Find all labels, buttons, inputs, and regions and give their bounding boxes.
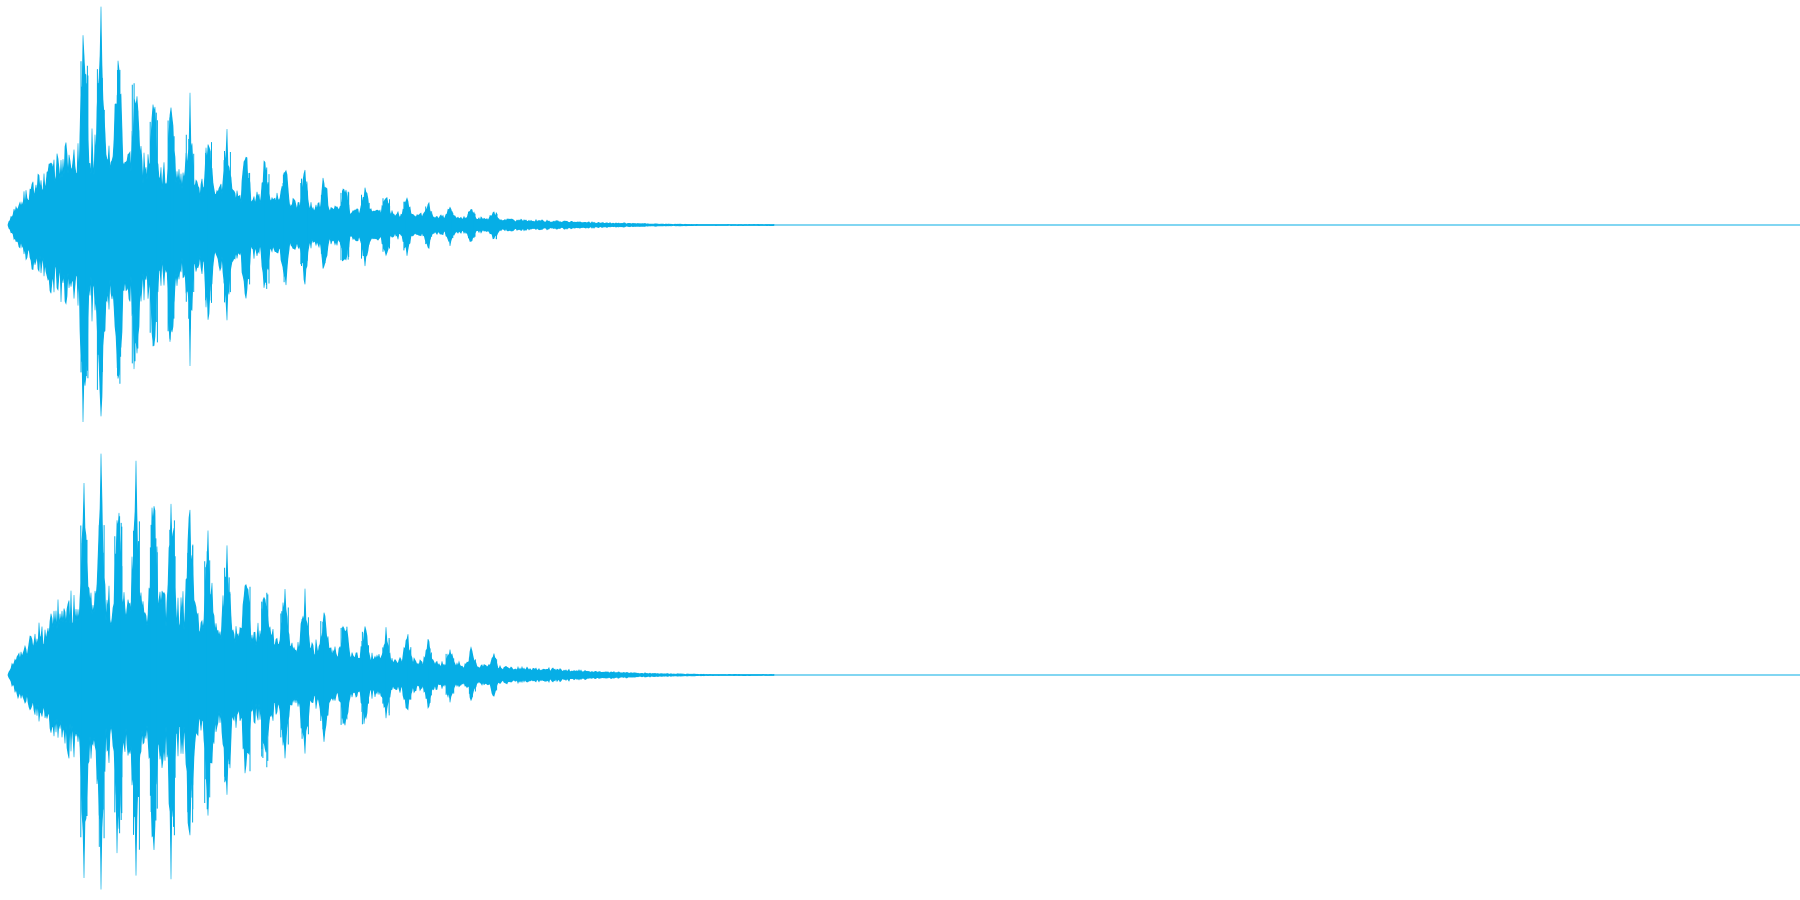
channel-right-waveform[interactable]	[7, 453, 1800, 890]
waveform-body	[7, 6, 775, 423]
channel-left-waveform[interactable]	[7, 6, 1800, 423]
waveform-body	[7, 453, 775, 890]
